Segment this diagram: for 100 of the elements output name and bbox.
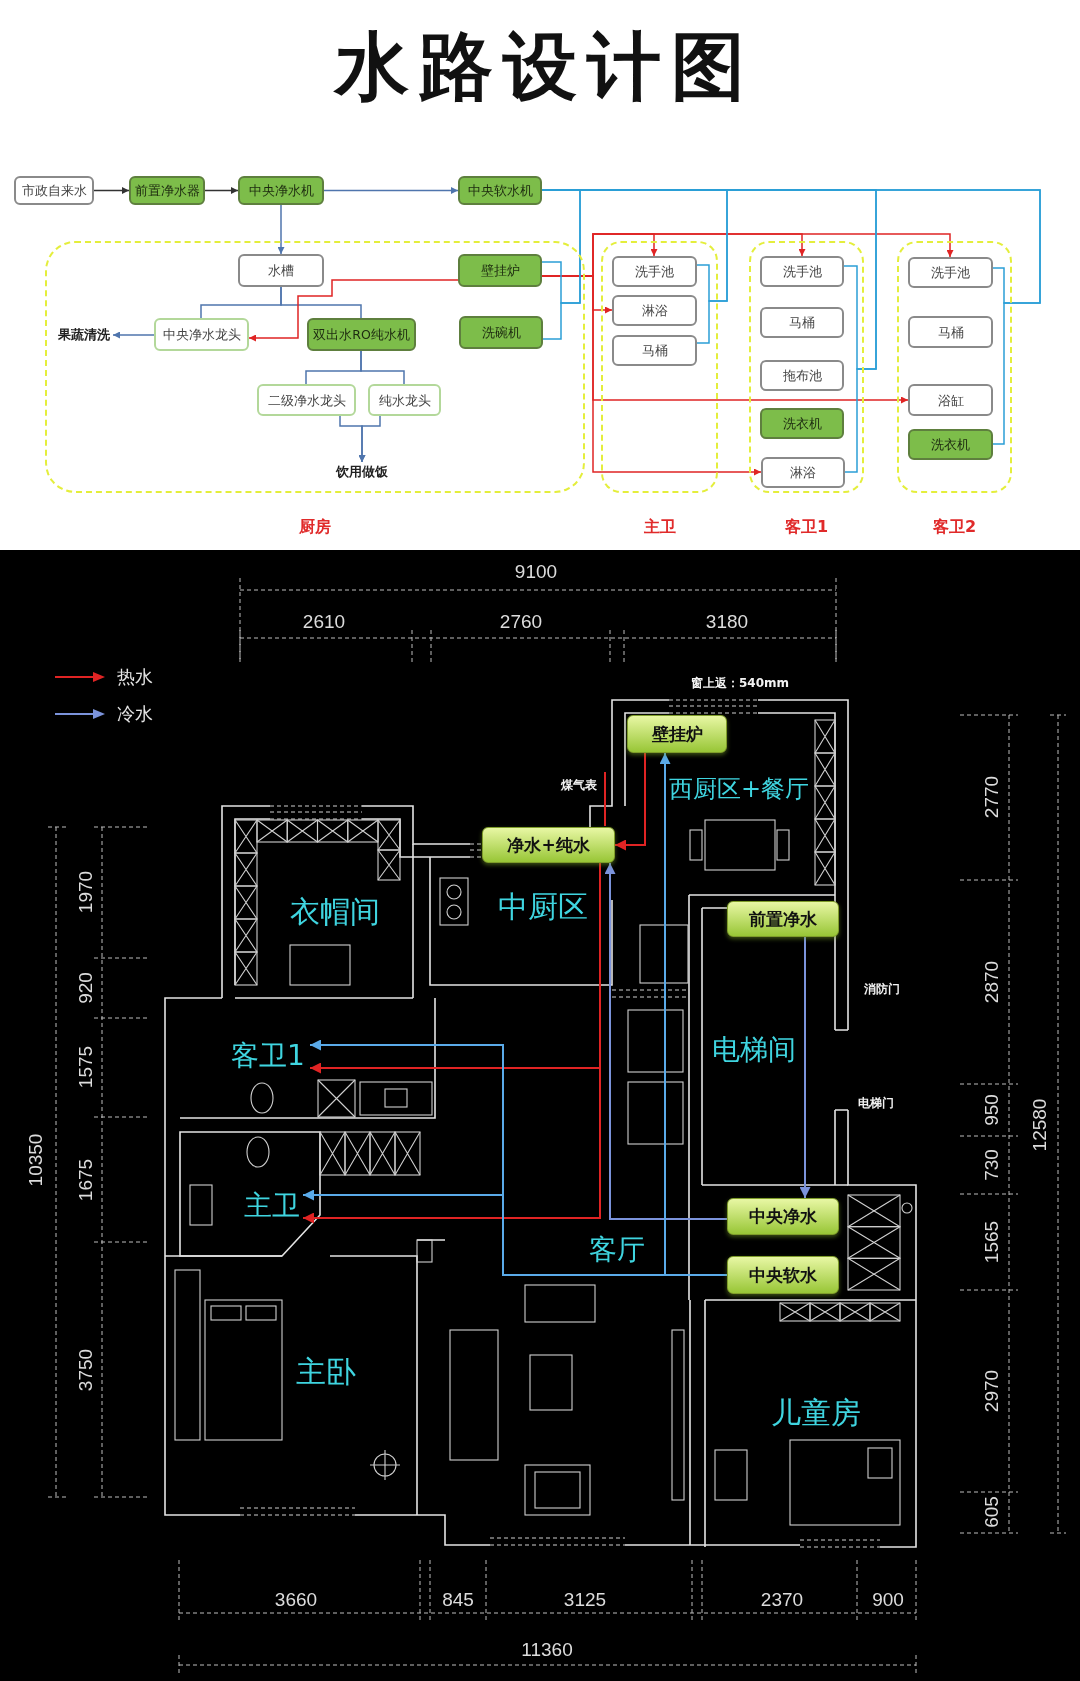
note-text: 窗上返：540mm <box>690 677 790 691</box>
device-tag <box>627 715 727 753</box>
dimension-text: 2770 <box>981 775 1003 819</box>
device-tag <box>727 1256 839 1294</box>
box-label: 马桶 <box>937 324 964 340</box>
arrow <box>204 187 239 194</box>
connector-line <box>541 189 581 340</box>
box-label: 中央净水 <box>749 1206 817 1227</box>
process-box <box>761 457 845 488</box>
dimension-text: 1575 <box>75 1045 97 1089</box>
faucet-box <box>154 318 249 351</box>
device-tag <box>727 901 839 937</box>
device-box <box>908 429 993 460</box>
box-label: 淋浴 <box>790 465 816 480</box>
box-label: 市政自来水 <box>21 183 87 198</box>
room-label: 主卫 <box>241 1185 303 1227</box>
diagram-title: 水路设计图 <box>332 26 755 108</box>
process-box <box>612 335 697 366</box>
outlet-label: 饮用做饭 <box>332 462 392 482</box>
room-label: 主卧 <box>296 1354 356 1390</box>
arrow <box>93 187 130 194</box>
arrow <box>248 279 459 342</box>
box-label: 壁挂炉 <box>480 263 520 278</box>
process-box <box>238 254 324 287</box>
arrow <box>112 331 155 339</box>
note-text: 煤气表 <box>561 779 597 793</box>
legend-label: 热水 <box>117 666 153 688</box>
dimension-text: 950 <box>981 1094 1003 1126</box>
connector-line <box>280 286 362 319</box>
box-label: 中央净水机 <box>248 183 314 198</box>
arrow <box>323 187 459 194</box>
box-label: 马桶 <box>789 315 815 330</box>
box-label: 二级净水龙头 <box>267 392 346 408</box>
faucet-box <box>368 384 441 416</box>
device-box <box>760 408 844 439</box>
dimension-text: 2760 <box>499 611 543 633</box>
dimension-text: 2610 <box>302 611 346 633</box>
outlet-label: 果蔬清洗 <box>55 325 113 345</box>
device-box <box>459 316 543 349</box>
dimension-text: 1970 <box>75 870 97 914</box>
box-label: 中央软水 <box>749 1264 817 1286</box>
device-box <box>307 318 416 351</box>
box-label: 前置净水 <box>749 908 817 930</box>
dimension-text: 9100 <box>514 561 558 583</box>
box-label: 洗手池 <box>782 264 822 279</box>
legend-label: 冷水 <box>117 703 153 725</box>
room-label: 电梯间 <box>712 1033 796 1067</box>
box-label: 淋浴 <box>641 303 668 318</box>
device-tag <box>482 827 615 863</box>
box-label: 中央净水龙头 <box>162 327 241 342</box>
process-box <box>908 384 993 416</box>
box-label: 浴缸 <box>937 392 964 408</box>
note-text: 电梯门 <box>858 1097 894 1111</box>
group-heading: 厨房 <box>299 517 331 537</box>
dimension-text: 920 <box>75 972 97 1004</box>
room-label: 衣帽间 <box>290 894 380 930</box>
box-label: 纯水龙头 <box>378 392 431 408</box>
box-label: 马桶 <box>641 343 668 358</box>
process-box <box>14 176 94 205</box>
arrow <box>614 752 646 851</box>
room-label: 儿童房 <box>771 1395 861 1431</box>
box-label: 壁挂炉 <box>651 723 703 745</box>
group-heading: 主卫 <box>643 517 676 537</box>
process-box <box>908 257 993 288</box>
dimension-text: 900 <box>872 1589 904 1611</box>
box-label: 洗衣机 <box>782 416 822 431</box>
group-heading: 客卫2 <box>932 517 977 537</box>
box-label: 前置净水器 <box>134 183 200 198</box>
process-box <box>760 256 844 287</box>
connector-line <box>360 350 405 385</box>
dimension-text: 12580 <box>1029 1098 1051 1152</box>
dimension-text: 2370 <box>760 1589 804 1611</box>
dimension-text: 605 <box>981 1496 1003 1528</box>
device-tag <box>727 1198 839 1235</box>
process-box <box>760 307 844 338</box>
dimension-text: 11360 <box>521 1639 573 1661</box>
dimension-text: 3660 <box>274 1589 318 1611</box>
dimension-text: 3180 <box>705 611 749 633</box>
process-box <box>612 256 697 287</box>
box-label: 洗手池 <box>931 265 970 280</box>
room-label: 西厨区+餐厅 <box>668 776 810 804</box>
dimension-text: 2870 <box>981 960 1003 1004</box>
box-label: 净水+纯水 <box>507 834 590 856</box>
process-box <box>612 295 697 326</box>
faucet-box <box>257 384 356 416</box>
device-box <box>238 176 324 205</box>
dimension-text: 845 <box>442 1589 474 1611</box>
dimension-text: 1675 <box>75 1158 97 1202</box>
box-label: 双出水RO纯水机 <box>313 327 410 342</box>
arrow <box>604 862 728 1220</box>
process-box <box>908 316 993 348</box>
arrow <box>358 415 381 463</box>
dimension-text: 1565 <box>981 1220 1003 1264</box>
box-label: 洗手池 <box>635 264 674 279</box>
box-label: 中央软水机 <box>467 183 533 198</box>
arrow <box>277 204 285 255</box>
dimension-text: 3750 <box>75 1348 97 1392</box>
device-box <box>458 176 542 205</box>
group-heading: 客卫1 <box>784 517 829 537</box>
room-label: 客厅 <box>589 1233 645 1267</box>
